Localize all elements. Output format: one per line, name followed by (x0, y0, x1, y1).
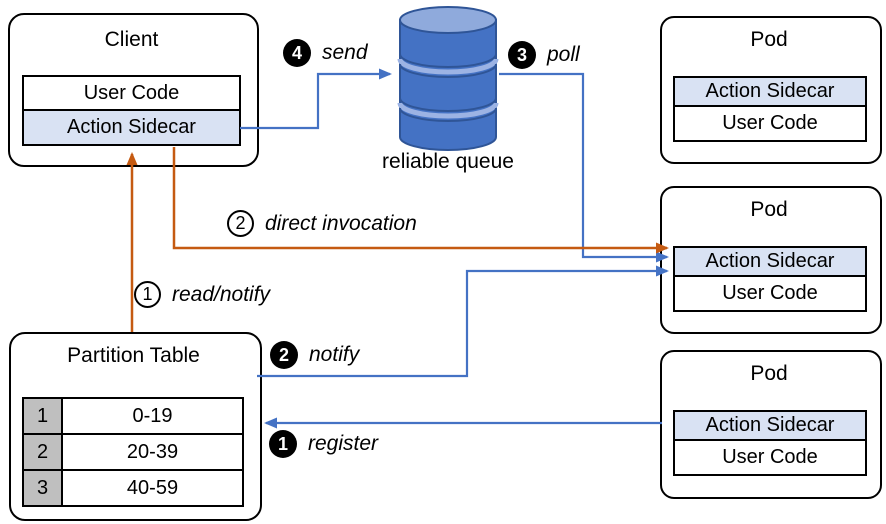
step-send-label: send (322, 41, 368, 64)
pod-3-title: Pod (750, 362, 788, 385)
step-direct-invocation: 2 direct invocation (227, 210, 417, 237)
queue-label: reliable queue (382, 150, 514, 173)
partition-range-cell: 40-59 (63, 469, 244, 507)
client-user-code-box: User Code (22, 75, 241, 111)
step-send: 4 send (283, 39, 368, 67)
partition-table-row: 3 40-59 (22, 469, 244, 507)
step-direct-invocation-label: direct invocation (265, 211, 417, 235)
partition-range-cell: 0-19 (63, 397, 244, 435)
step-notify: 2 notify (270, 341, 359, 369)
partition-id-cell: 3 (22, 469, 63, 507)
step-read-notify: 1 read/notify (134, 281, 270, 308)
partition-id-cell: 2 (22, 433, 63, 471)
pod-2-title: Pod (750, 198, 788, 221)
pod-1-action-sidecar-box: Action Sidecar (673, 76, 867, 107)
step-poll-label: poll (547, 43, 580, 66)
pod-2-user-code-box: User Code (673, 275, 867, 312)
step-4-badge: 4 (283, 39, 311, 67)
step-2-outline-badge: 2 (227, 210, 254, 237)
client-action-sidecar-box: Action Sidecar (22, 109, 241, 146)
send-arrow (240, 68, 392, 130)
step-read-notify-label: read/notify (172, 282, 271, 306)
step-notify-label: notify (309, 343, 360, 366)
pod-1-user-code-box: User Code (673, 105, 867, 142)
step-register-label: register (308, 432, 379, 455)
partition-id-cell: 1 (22, 397, 63, 435)
step-2-badge: 2 (270, 341, 298, 369)
step-register: 1 register (269, 430, 378, 458)
partition-table-row: 1 0-19 (22, 397, 244, 435)
pod-3-user-code-box: User Code (673, 439, 867, 476)
partition-table-row: 2 20-39 (22, 433, 244, 471)
client-title: Client (104, 28, 159, 51)
pod-2-action-sidecar-box: Action Sidecar (673, 246, 867, 277)
step-3-badge: 3 (508, 41, 536, 69)
partition-range-cell: 20-39 (63, 433, 244, 471)
partition-table-title: Partition Table (67, 344, 200, 367)
pod-1-title: Pod (750, 28, 788, 51)
step-1-badge: 1 (269, 430, 297, 458)
database-cylinder-icon (397, 6, 499, 151)
step-poll: 3 poll (508, 41, 580, 69)
step-1-outline-badge: 1 (134, 281, 161, 308)
pod-3-action-sidecar-box: Action Sidecar (673, 410, 867, 441)
